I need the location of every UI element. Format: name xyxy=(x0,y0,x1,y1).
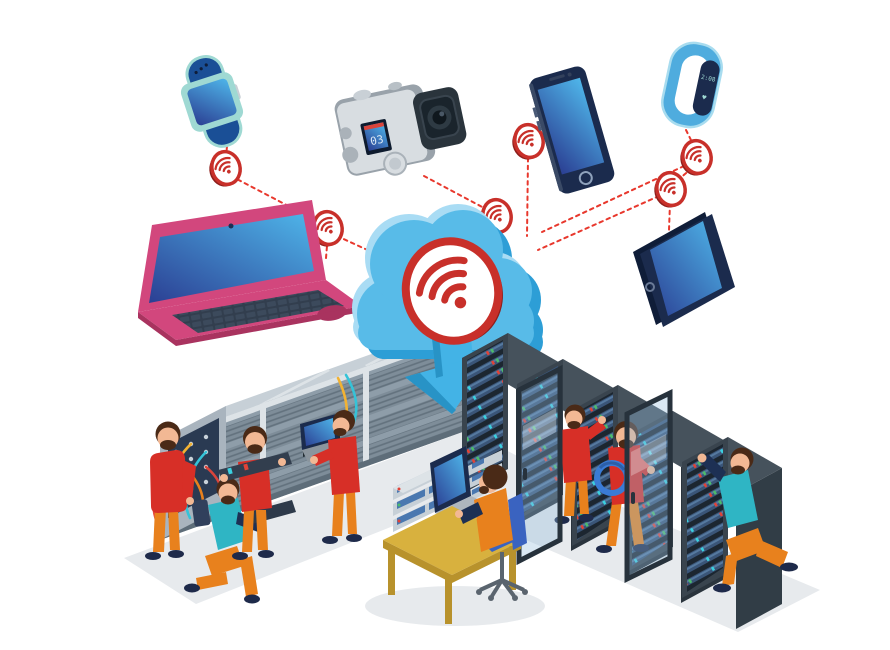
technician-at-desk xyxy=(455,464,513,552)
smartwatch-device xyxy=(180,54,244,148)
fitness-band-device: 2:08 ♥ xyxy=(661,41,723,129)
wifi-node-icon xyxy=(209,149,242,187)
cloud-wifi-hub xyxy=(352,204,543,414)
action-camera-device: 03 xyxy=(334,81,467,176)
wifi-node-icon xyxy=(654,170,687,208)
wifi-node-icon xyxy=(512,122,545,160)
laptop-device xyxy=(138,200,362,346)
band-heart-icon: ♥ xyxy=(701,93,708,102)
technician-carrying-server xyxy=(218,426,292,560)
technician-at-rack-right xyxy=(554,404,606,524)
band-screen-time: 2:08 xyxy=(700,74,716,84)
technician-kneeling-left xyxy=(184,477,296,604)
work-desk-station xyxy=(383,446,528,624)
technician-kneeling-right xyxy=(697,447,798,593)
cloud-wifi-badge xyxy=(401,237,503,345)
wifi-node-icon xyxy=(680,138,713,176)
smartphone-device xyxy=(529,66,615,194)
camera-screen-readout: 03 xyxy=(369,133,385,148)
technician-laptop-at-rack xyxy=(300,410,362,544)
technician-cable-coil xyxy=(594,421,655,553)
tablet-device xyxy=(633,212,735,327)
technician-standing-left xyxy=(145,421,196,560)
glass-door-open xyxy=(624,388,673,584)
